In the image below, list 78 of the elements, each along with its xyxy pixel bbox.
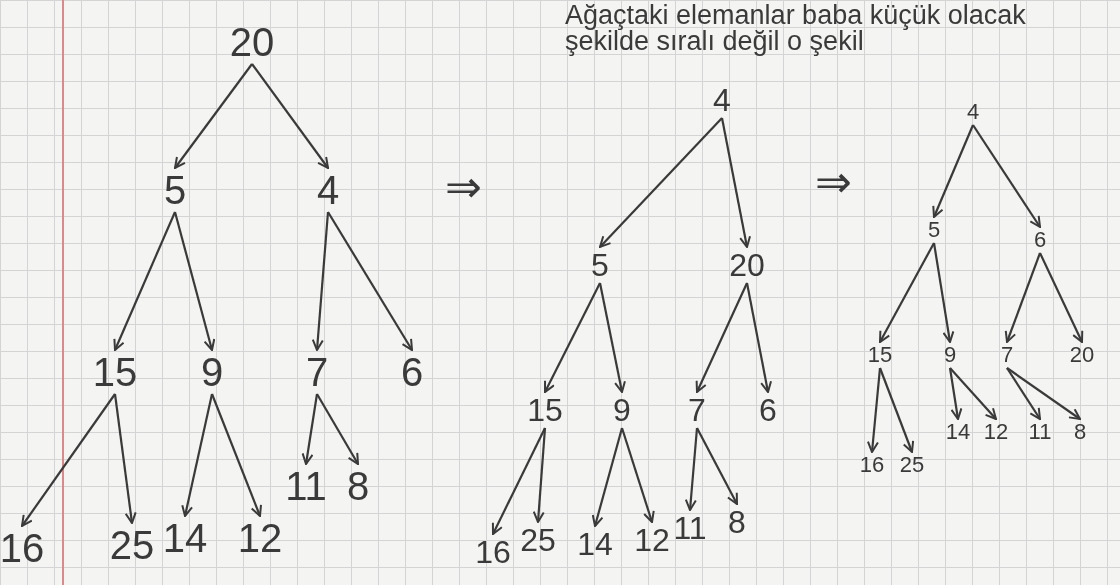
arrow xyxy=(301,393,319,465)
arrow xyxy=(878,367,915,453)
arrow xyxy=(599,117,723,248)
node-number: 9 xyxy=(611,394,633,426)
node-number: 15 xyxy=(90,352,140,392)
note-text: Ağaçtaki elemanlar baba küçük olacak şekilde sıralı değil o şekil xyxy=(565,2,1027,54)
arrow xyxy=(879,242,935,343)
arrow xyxy=(173,211,216,351)
node-number: 14 xyxy=(943,421,973,443)
node-number: 16 xyxy=(0,528,47,568)
arrow xyxy=(113,393,137,524)
arrow xyxy=(695,282,748,393)
arrow xyxy=(745,282,772,393)
arrow xyxy=(327,211,413,351)
arrow xyxy=(210,393,262,517)
arrow xyxy=(1006,367,1041,420)
node-number: 7 xyxy=(303,352,331,392)
node-number: 8 xyxy=(344,466,372,506)
arrow xyxy=(174,63,253,169)
node-number: 11 xyxy=(671,512,709,544)
node-number: 12 xyxy=(981,421,1011,443)
arrow xyxy=(532,427,547,523)
node-number: 6 xyxy=(398,352,426,392)
node-number: 12 xyxy=(235,518,285,558)
node-number: 7 xyxy=(686,394,708,426)
arrow xyxy=(544,282,601,393)
arrow xyxy=(949,367,997,420)
node-number: 25 xyxy=(518,524,558,556)
implies-arrow: ⇒ xyxy=(815,160,852,204)
node-number: 9 xyxy=(941,344,959,366)
node-number: 25 xyxy=(897,454,927,476)
node-number: 5 xyxy=(161,170,189,210)
arrow xyxy=(866,367,882,453)
node-number: 6 xyxy=(1031,229,1049,251)
arrow xyxy=(591,427,624,527)
node-number: 5 xyxy=(589,249,611,281)
arrow xyxy=(932,124,974,218)
arrow xyxy=(1039,252,1084,343)
node-number: 9 xyxy=(198,352,226,392)
node-number: 15 xyxy=(525,394,565,426)
node-number: 25 xyxy=(107,525,157,565)
node-number: 14 xyxy=(575,528,615,560)
node-number: 5 xyxy=(925,219,943,241)
node-number: 4 xyxy=(711,84,733,116)
arrow xyxy=(316,393,359,465)
node-number: 20 xyxy=(227,22,277,62)
node-number: 8 xyxy=(726,506,748,538)
node-number: 4 xyxy=(314,170,342,210)
arrow xyxy=(948,367,963,420)
node-number: 11 xyxy=(283,466,329,506)
arrow xyxy=(1006,367,1081,420)
arrow xyxy=(311,211,330,351)
arrow xyxy=(684,427,699,511)
arrow xyxy=(696,427,738,505)
arrow xyxy=(932,242,955,343)
node-number: 6 xyxy=(757,394,779,426)
node-number: 12 xyxy=(632,524,672,556)
implies-arrow: ⇒ xyxy=(445,165,482,209)
node-number: 4 xyxy=(964,101,982,123)
arrow xyxy=(720,117,751,248)
arrow xyxy=(21,393,116,527)
node-number: 11 xyxy=(1026,421,1054,443)
node-number: 8 xyxy=(1071,421,1089,443)
node-number: 14 xyxy=(160,518,210,558)
arrow xyxy=(598,282,626,393)
arrow xyxy=(181,393,214,517)
node-number: 16 xyxy=(857,454,887,476)
node-number: 20 xyxy=(727,249,767,281)
arrow xyxy=(113,211,176,351)
arrow xyxy=(251,63,329,169)
node-number: 16 xyxy=(473,536,513,568)
arrow xyxy=(491,427,546,535)
arrow xyxy=(972,124,1041,228)
node-number: 7 xyxy=(998,344,1016,366)
arrow xyxy=(620,427,655,523)
arrow xyxy=(1004,252,1042,343)
node-number: 20 xyxy=(1067,344,1097,366)
node-number: 15 xyxy=(865,344,895,366)
